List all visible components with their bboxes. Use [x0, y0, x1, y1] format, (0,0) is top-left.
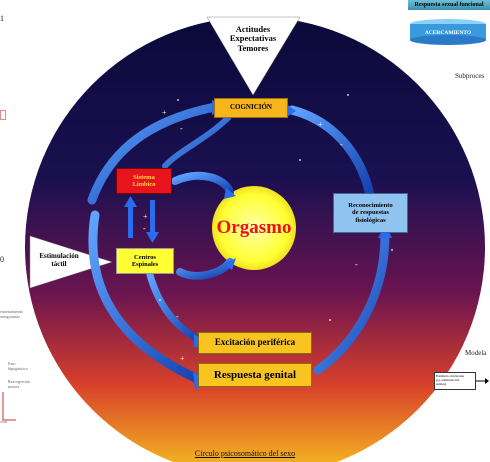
sign-minus-3: -: [143, 224, 146, 233]
sign-minus-4: -: [355, 260, 358, 269]
stars: [159, 94, 393, 321]
left-edge-arrow: [2, 392, 16, 421]
down-arrowhead: [146, 232, 159, 243]
arrowhead-6: [224, 258, 236, 270]
arrow-cognicion-limbico: [162, 115, 231, 169]
attitudes-triangle: [206, 16, 301, 96]
stimulation-triangle: [29, 235, 113, 289]
diagram-caption: Circulo psicosomático del sexo: [194, 449, 296, 458]
right-top-box: Respuesta sexual funcional: [408, 0, 490, 10]
right-cylinder-label: ACERCAMIENTO: [424, 29, 472, 36]
left-edge-label-6: motora: [8, 384, 20, 389]
respuesta-genital-box: Respuesta genital: [198, 363, 312, 387]
right-cylinder: [410, 19, 486, 45]
right-small-arrow: [476, 378, 489, 384]
orgasmo-label: Orgasmo: [216, 216, 292, 238]
arrow-right-lower: [313, 230, 390, 375]
arrowhead-5: [224, 188, 236, 199]
arrow-right-top: [287, 105, 375, 200]
sistema-limbico-box: Sistema Límbico: [116, 168, 172, 194]
reconocimiento-box: Reconocimiento de respuestas fisiológica…: [333, 193, 408, 233]
left-edge-label-7: ción: [0, 419, 7, 424]
centros-espinales-box: Centros Espinales: [116, 248, 174, 274]
vertical-arrows: [124, 196, 159, 243]
excitacion-box: Excitación periférica: [198, 332, 312, 354]
left-edge-box: [0, 110, 6, 120]
sign-minus-2: -: [340, 140, 343, 149]
left-edge-label-2: antagonistas: [0, 314, 20, 319]
left-edge-mark-2: 0: [0, 255, 4, 264]
sign-plus-4: +: [180, 354, 185, 363]
sign-minus-1: -: [180, 124, 183, 133]
left-edge-label-4: hipogástrico: [8, 366, 28, 371]
arrow-left-outer: [88, 210, 205, 385]
attitudes-label: Actitudes Expectativas Temores: [229, 23, 277, 53]
left-edge-label-3: Paso: [8, 361, 16, 366]
up-arrow-shaft: [128, 202, 133, 238]
right-small-box: Estímulo obicinante (ej. estimulación su…: [434, 372, 476, 390]
sign-plus-1: +: [162, 108, 167, 117]
sign-minus-5: -: [176, 312, 179, 321]
up-arrowhead: [124, 196, 137, 207]
left-edge-label-1: entrenamiento: [0, 309, 23, 314]
arrow-cognicion-left: [87, 102, 220, 205]
arrow-group: [87, 102, 390, 385]
cognicion-box: COGNICIÓN: [214, 98, 288, 118]
sign-plus-3: +: [143, 212, 148, 221]
sign-plus-2: +: [318, 120, 323, 129]
estimulacion-label: Estimulación táctil: [39, 252, 79, 268]
left-edge-mark-1: 1: [0, 14, 4, 23]
arrow-limbico-orgasmo: [171, 171, 234, 196]
left-edge-label-5: Reacogerción: [8, 379, 30, 384]
right-modela-label: Modela: [465, 349, 487, 357]
down-arrow-shaft: [150, 200, 155, 236]
orgasmo-sun: [212, 186, 296, 270]
right-subproc-label: Subproces: [455, 72, 485, 80]
